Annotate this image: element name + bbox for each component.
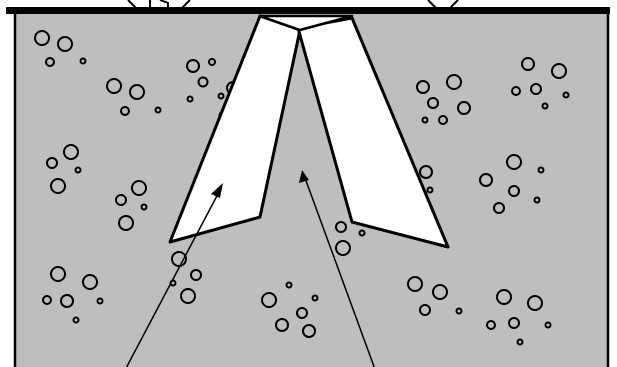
aggregate-bubble	[516, 338, 524, 346]
aggregate-bubble	[82, 274, 98, 290]
aggregate-bubble	[335, 240, 351, 256]
top-left-partial-shape	[127, 0, 151, 9]
aggregate-bubble	[296, 307, 308, 319]
aggregate-bubble	[479, 173, 493, 187]
aggregate-bubble	[455, 307, 463, 315]
aggregate-bubble	[432, 284, 448, 300]
aggregate-bubble	[131, 180, 147, 196]
aggregate-bubble	[261, 292, 277, 308]
top-wedge	[258, 14, 354, 32]
aggregate-bubble	[118, 215, 134, 231]
aggregate-bubble	[416, 80, 430, 94]
aggregate-bubble	[106, 78, 122, 94]
aggregate-bubble	[508, 185, 520, 197]
aggregate-bubble	[72, 316, 80, 324]
pointer-line-left	[125, 191, 220, 367]
aggregate-bubble	[457, 101, 471, 115]
aggregate-bubble	[335, 221, 347, 233]
aggregate-bubble	[42, 295, 52, 305]
aggregate-bubble	[79, 57, 87, 65]
aggregate-bubble	[171, 251, 187, 267]
aggregate-bubble	[120, 106, 130, 116]
aggregate-bubble	[496, 289, 512, 305]
aggregate-bubble	[74, 166, 82, 174]
aggregate-bubble	[551, 63, 567, 79]
aggregate-bubble	[57, 36, 73, 52]
aggregate-bubble	[129, 84, 145, 100]
aggregate-bubble	[493, 202, 505, 214]
aggregate-bubble	[180, 288, 196, 304]
top-right-partial-shape	[427, 0, 459, 9]
aggregate-bubble	[50, 178, 66, 194]
aggregate-bubble	[208, 58, 216, 66]
aggregate-bubble	[190, 269, 202, 281]
aggregate-bubble	[50, 266, 66, 282]
aggregate-bubble	[562, 91, 570, 99]
aggregate-bubble	[45, 57, 55, 67]
aggregate-bubble	[186, 59, 200, 73]
aggregate-bubble	[358, 229, 366, 237]
aggregate-bubble	[537, 166, 545, 174]
aggregate-bubble	[407, 276, 423, 292]
aggregate-bubble	[197, 76, 209, 88]
aggregate-bubble	[275, 318, 289, 332]
aggregate-bubble	[527, 295, 543, 311]
aggregate-bubble	[46, 157, 58, 169]
aggregate-bubble	[419, 165, 433, 179]
aggregate-bubble	[530, 83, 542, 95]
aggregate-bubble	[506, 154, 522, 170]
aggregate-bubble	[217, 92, 225, 100]
aggregate-bubble	[426, 186, 434, 194]
aggregate-bubble	[508, 317, 520, 329]
arrowhead-right	[299, 170, 309, 183]
aggregate-bubble	[421, 116, 429, 124]
aggregate-bubble	[96, 297, 104, 305]
aggregate-bubble	[311, 294, 319, 302]
aggregate-bubble	[486, 320, 496, 330]
top-center-partial-shape	[159, 0, 191, 9]
aggregate-bubble	[419, 304, 431, 316]
aggregate-bubble	[186, 95, 194, 103]
aggregate-bubble	[541, 102, 549, 110]
aggregate-bubble	[285, 281, 293, 289]
aggregate-bubble	[34, 30, 50, 46]
aggregate-bubble	[140, 203, 148, 211]
pointer-line-right	[304, 177, 375, 367]
aggregate-bubble	[438, 115, 448, 125]
aggregate-bubble	[521, 57, 535, 71]
aggregate-bubble	[427, 97, 439, 109]
aggregate-bubble	[302, 324, 316, 338]
aggregate-bubble	[63, 144, 79, 160]
aggregate-bubble	[446, 74, 462, 90]
top-surface-bar	[6, 7, 610, 14]
aggregate-bubble	[154, 106, 162, 114]
aggregate-bubble	[60, 294, 74, 308]
aggregate-bubble	[115, 194, 127, 206]
aggregate-bubble	[511, 86, 521, 96]
arrowhead-left	[211, 183, 223, 198]
aggregate-bubble	[533, 196, 541, 204]
aggregate-bubble	[544, 321, 552, 329]
